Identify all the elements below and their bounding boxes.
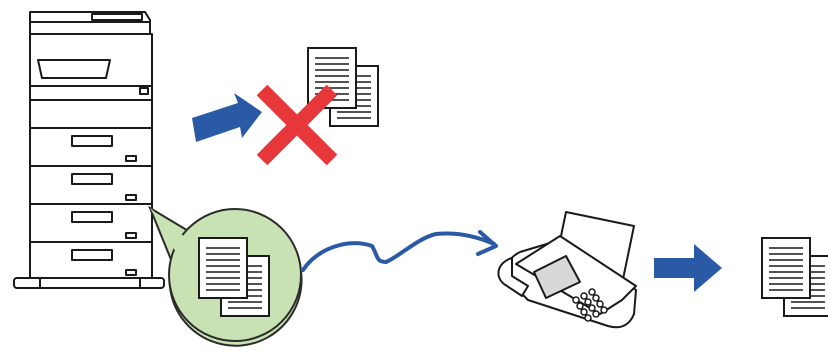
stacked-documents-icon — [761, 237, 828, 317]
red-x-icon — [256, 84, 338, 166]
lightning-transmission-icon — [301, 230, 498, 272]
blue-arrow-icon — [192, 93, 262, 142]
fax-machine-icon — [497, 211, 637, 329]
blue-arrow-icon — [654, 244, 722, 292]
stacked-documents-icon — [307, 47, 379, 127]
multifunction-printer-icon — [13, 11, 165, 289]
stored-documents-bubble — [147, 205, 303, 347]
